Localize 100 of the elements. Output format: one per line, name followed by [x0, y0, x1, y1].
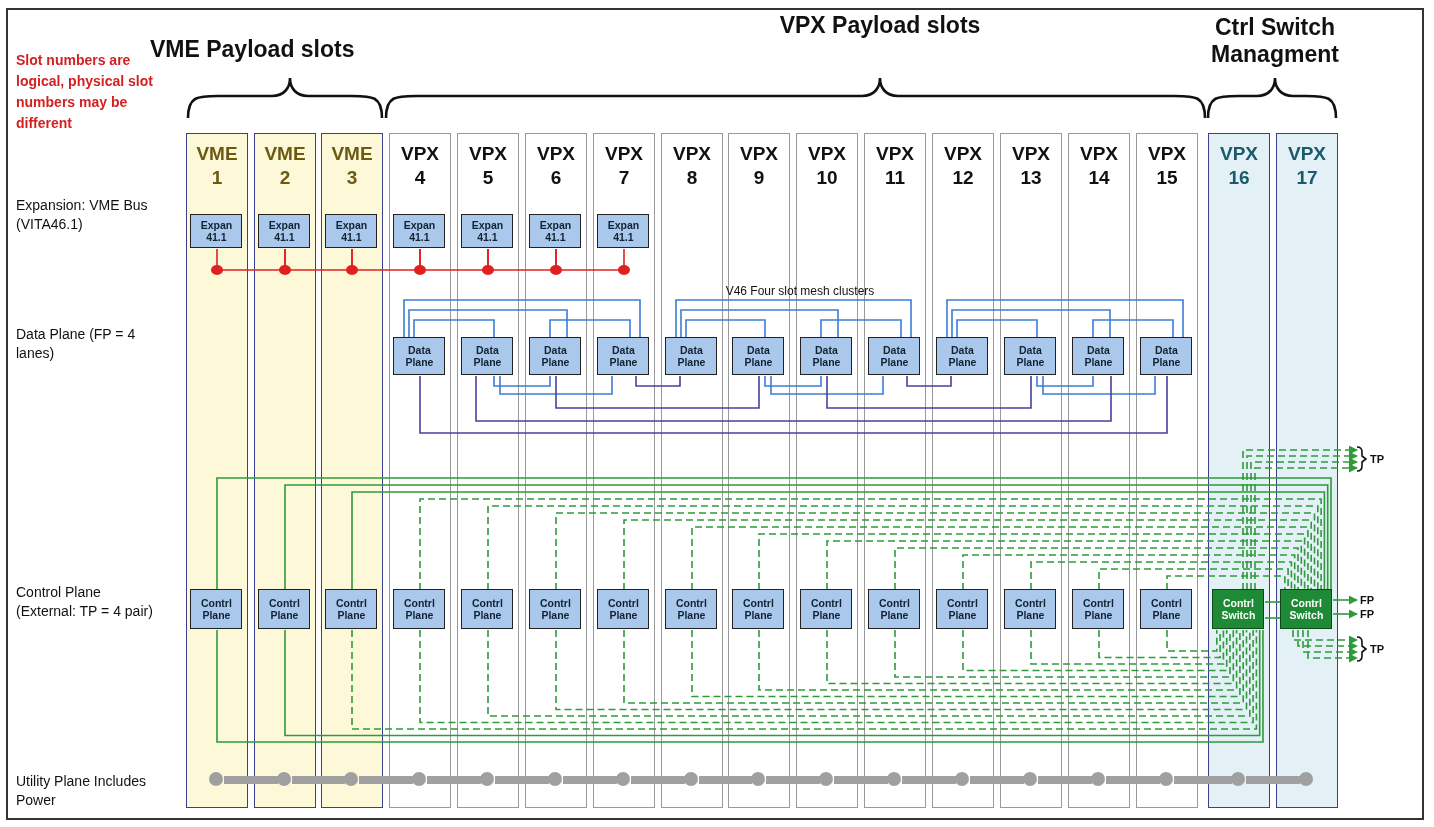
connector-line — [1030, 561, 1293, 591]
control-plane-box: Contrl Plane — [868, 589, 921, 630]
expansion-box: Expan 41.1 — [597, 214, 650, 249]
utility-bus-dot — [1159, 772, 1174, 787]
connector-line — [826, 629, 1235, 685]
slot-label: VPX 4 — [400, 142, 440, 190]
bus-line — [902, 776, 956, 784]
control-plane-box: Contrl Plane — [1140, 589, 1193, 630]
connector-line — [1098, 629, 1221, 659]
note-text: Slot numbers are logical, physical slot numbers may be different — [16, 52, 153, 133]
expansion-box: Expan 41.1 — [393, 214, 446, 249]
connector-line — [1264, 617, 1282, 619]
row-label: Expansion: VME Bus (VITA46.1) — [16, 196, 149, 234]
slot-label: VPX 9 — [739, 142, 779, 190]
connector-line — [956, 319, 1038, 339]
connector-line — [680, 309, 839, 339]
control-plane-box: Contrl Plane — [190, 589, 243, 630]
bus-line — [834, 776, 888, 784]
utility-bus-dot — [955, 772, 970, 787]
slot-column — [321, 133, 383, 808]
control-plane-box: Contrl Plane — [393, 589, 446, 630]
slot-column — [1000, 133, 1062, 808]
data-plane-box: Data Plane — [1072, 337, 1125, 376]
connector-line — [1030, 629, 1225, 665]
connector-line — [691, 629, 1241, 698]
connector-line — [962, 629, 1228, 672]
connector-line — [1092, 319, 1174, 339]
row-label: Data Plane (FP = 4 lanes) — [16, 325, 137, 363]
connector-line — [1098, 568, 1289, 591]
data-plane-box: Data Plane — [665, 337, 718, 376]
bus-line — [699, 776, 752, 784]
connector-line — [487, 248, 557, 271]
control-switch-box: Contrl Switch — [1212, 589, 1265, 630]
connector-line — [894, 629, 1231, 678]
slot-label: VPX 15 — [1147, 142, 1187, 190]
data-plane-box: Data Plane — [529, 337, 582, 376]
connector-line — [826, 540, 1303, 591]
bus-line — [1174, 776, 1232, 784]
slot-label: VPX 17 — [1287, 142, 1327, 190]
slot-column — [186, 133, 248, 808]
slot-column — [1068, 133, 1130, 808]
row-label: Control Plane (External: TP = 4 pair) — [16, 583, 154, 621]
utility-bus-dot — [209, 772, 224, 787]
connector-line — [820, 319, 902, 339]
utility-bus-dot — [480, 772, 495, 787]
utility-bus-dot — [277, 772, 292, 787]
row-label: Utility Plane Includes Power — [16, 772, 147, 810]
arrow — [1332, 609, 1358, 619]
group-heading: VPX Payload slots — [778, 12, 982, 39]
slot-label: VPX 7 — [604, 142, 644, 190]
data-plane-box: Data Plane — [868, 337, 921, 376]
utility-bus-dot — [1091, 772, 1106, 787]
slot-column — [525, 133, 587, 808]
connector-line — [413, 319, 495, 339]
data-plane-box: Data Plane — [1140, 337, 1193, 376]
bus-line — [427, 776, 481, 784]
connector-line — [894, 547, 1299, 591]
control-plane-box: Contrl Plane — [800, 589, 853, 630]
connector-line — [216, 248, 286, 271]
utility-bus-dot — [751, 772, 766, 787]
bus-line — [1106, 776, 1160, 784]
slot-column — [254, 133, 316, 808]
arrow — [1332, 595, 1358, 605]
control-plane-box: Contrl Plane — [1072, 589, 1125, 630]
utility-bus-dot — [548, 772, 563, 787]
arrow — [1307, 629, 1358, 663]
utility-bus-dot — [616, 772, 631, 787]
slot-column — [593, 133, 655, 808]
connector-line — [758, 533, 1306, 591]
slot-label: VPX 10 — [807, 142, 847, 190]
slot-column — [932, 133, 994, 808]
bus-line — [359, 776, 413, 784]
connector-line — [403, 299, 641, 339]
connector-line — [691, 526, 1309, 591]
expansion-box: Expan 41.1 — [461, 214, 514, 249]
connector-line — [549, 319, 631, 339]
slot-column — [1136, 133, 1198, 808]
bus-line — [1246, 776, 1300, 784]
connector-line — [493, 375, 551, 387]
connector-line — [758, 629, 1238, 691]
slot-column — [457, 133, 519, 808]
data-plane-box: Data Plane — [936, 337, 989, 376]
connector-line — [475, 375, 1112, 422]
bus-line — [766, 776, 820, 784]
slot-label: VPX 16 — [1219, 142, 1259, 190]
control-plane-box: Contrl Plane — [597, 589, 650, 630]
connector-line — [1166, 629, 1218, 652]
connector-line — [962, 554, 1296, 591]
control-plane-box: Contrl Plane — [325, 589, 378, 630]
connector-line — [951, 309, 1111, 339]
connector-line — [284, 248, 353, 271]
data-plane-box: Data Plane — [393, 337, 446, 376]
connector-line — [635, 375, 681, 387]
expansion-box: Expan 41.1 — [258, 214, 311, 249]
connector-line — [555, 248, 625, 271]
connector-line — [1036, 375, 1094, 387]
utility-bus-dot — [819, 772, 834, 787]
connector-line — [770, 375, 884, 395]
connector-line — [499, 375, 613, 395]
connector-line — [1166, 575, 1286, 591]
